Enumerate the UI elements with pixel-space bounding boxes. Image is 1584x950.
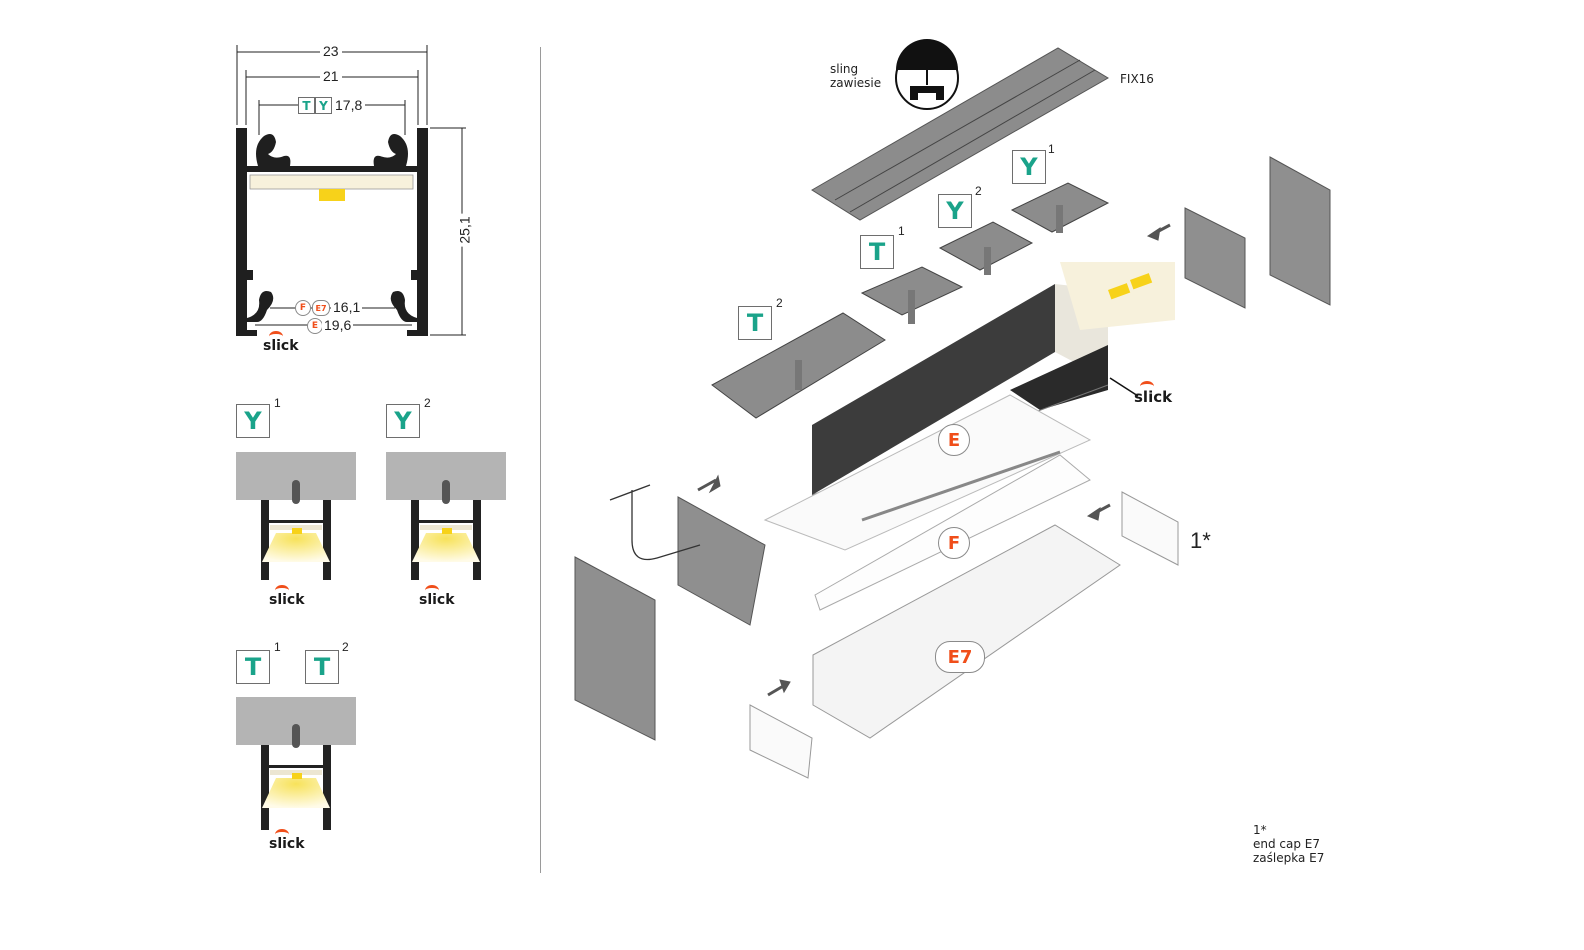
end-cap-left-outer <box>574 556 656 741</box>
badge-e: E <box>307 318 323 334</box>
exploded-badge-y1: Y <box>1012 150 1046 184</box>
footnote: 1* end cap E7 zaślepka E7 <box>1253 823 1324 865</box>
end-cap-left-inner <box>677 496 766 626</box>
variant-y1-index: 1 <box>274 396 281 410</box>
dim-mount-width: 17,8 <box>332 97 366 113</box>
bracket-y2 <box>938 221 1034 271</box>
footnote-line-pl: zaślepka E7 <box>1253 851 1325 865</box>
exploded-index-y2: 2 <box>975 184 982 198</box>
end-cap-right-inner <box>1184 207 1246 309</box>
diffuser-e7-label: E7 <box>935 641 985 673</box>
led-chip <box>319 189 345 201</box>
variant-y2-badge: Y <box>386 404 420 438</box>
badge-e7: E7 <box>312 300 330 316</box>
variant-t-drawing <box>236 697 356 830</box>
end-cap-mark: 1* <box>1190 528 1211 553</box>
exploded-badge-y2: Y <box>938 194 972 228</box>
exploded-index-t2: 2 <box>776 296 783 310</box>
exploded-badge-t2: T <box>738 306 772 340</box>
exploded-brand-logo: slick <box>1134 381 1173 406</box>
variant-t1-index: 1 <box>274 640 281 654</box>
diffuser-e7 <box>812 524 1121 739</box>
brand-logo: slick <box>263 331 299 354</box>
diffuser-f-label: F <box>938 527 970 559</box>
badge-t: T <box>298 97 315 114</box>
variant-y1-brand: slick <box>269 585 305 608</box>
dim-fe7-width: 16,1 <box>331 299 363 315</box>
footnote-mark: 1* <box>1253 823 1267 837</box>
assembly-arrows <box>697 223 1171 697</box>
exploded-index-t1: 1 <box>898 224 905 238</box>
end-cap-e7-left <box>749 704 813 779</box>
end-cap-e7-right <box>1121 491 1179 566</box>
variant-y2-brand: slick <box>419 585 455 608</box>
diffuser-e <box>763 394 1092 551</box>
dim-e-width: 19,6 <box>322 317 354 333</box>
end-cap-right-outer <box>1269 156 1331 306</box>
variant-y2-index: 2 <box>424 396 431 410</box>
variant-y1-badge: Y <box>236 404 270 438</box>
fix16-label: FIX16 <box>1120 72 1154 86</box>
section-divider <box>540 47 541 873</box>
cable <box>609 484 701 561</box>
exploded-index-y1: 1 <box>1048 142 1055 156</box>
sling-label: sling zawiesie <box>830 62 882 90</box>
variant-t-brand: slick <box>269 829 305 852</box>
profile-shape <box>236 128 428 336</box>
diffuser-e-label: E <box>938 424 970 456</box>
fix16-rail <box>811 47 1109 221</box>
sling-icon <box>895 39 959 110</box>
variant-y2-drawing <box>386 452 506 580</box>
footnote-line-en: end cap E7 <box>1253 837 1321 851</box>
exploded-badge-t1: T <box>860 235 894 269</box>
badge-y: Y <box>315 97 332 114</box>
dim-outer-width: 23 <box>320 43 342 59</box>
variant-t1-badge: T <box>236 650 270 684</box>
variant-t2-index: 2 <box>342 640 349 654</box>
variant-y1-drawing <box>236 452 356 580</box>
dim-inner-width: 21 <box>320 68 342 84</box>
variant-t2-badge: T <box>305 650 339 684</box>
mount-width-badges: T Y <box>298 97 332 114</box>
badge-f: F <box>295 300 311 316</box>
